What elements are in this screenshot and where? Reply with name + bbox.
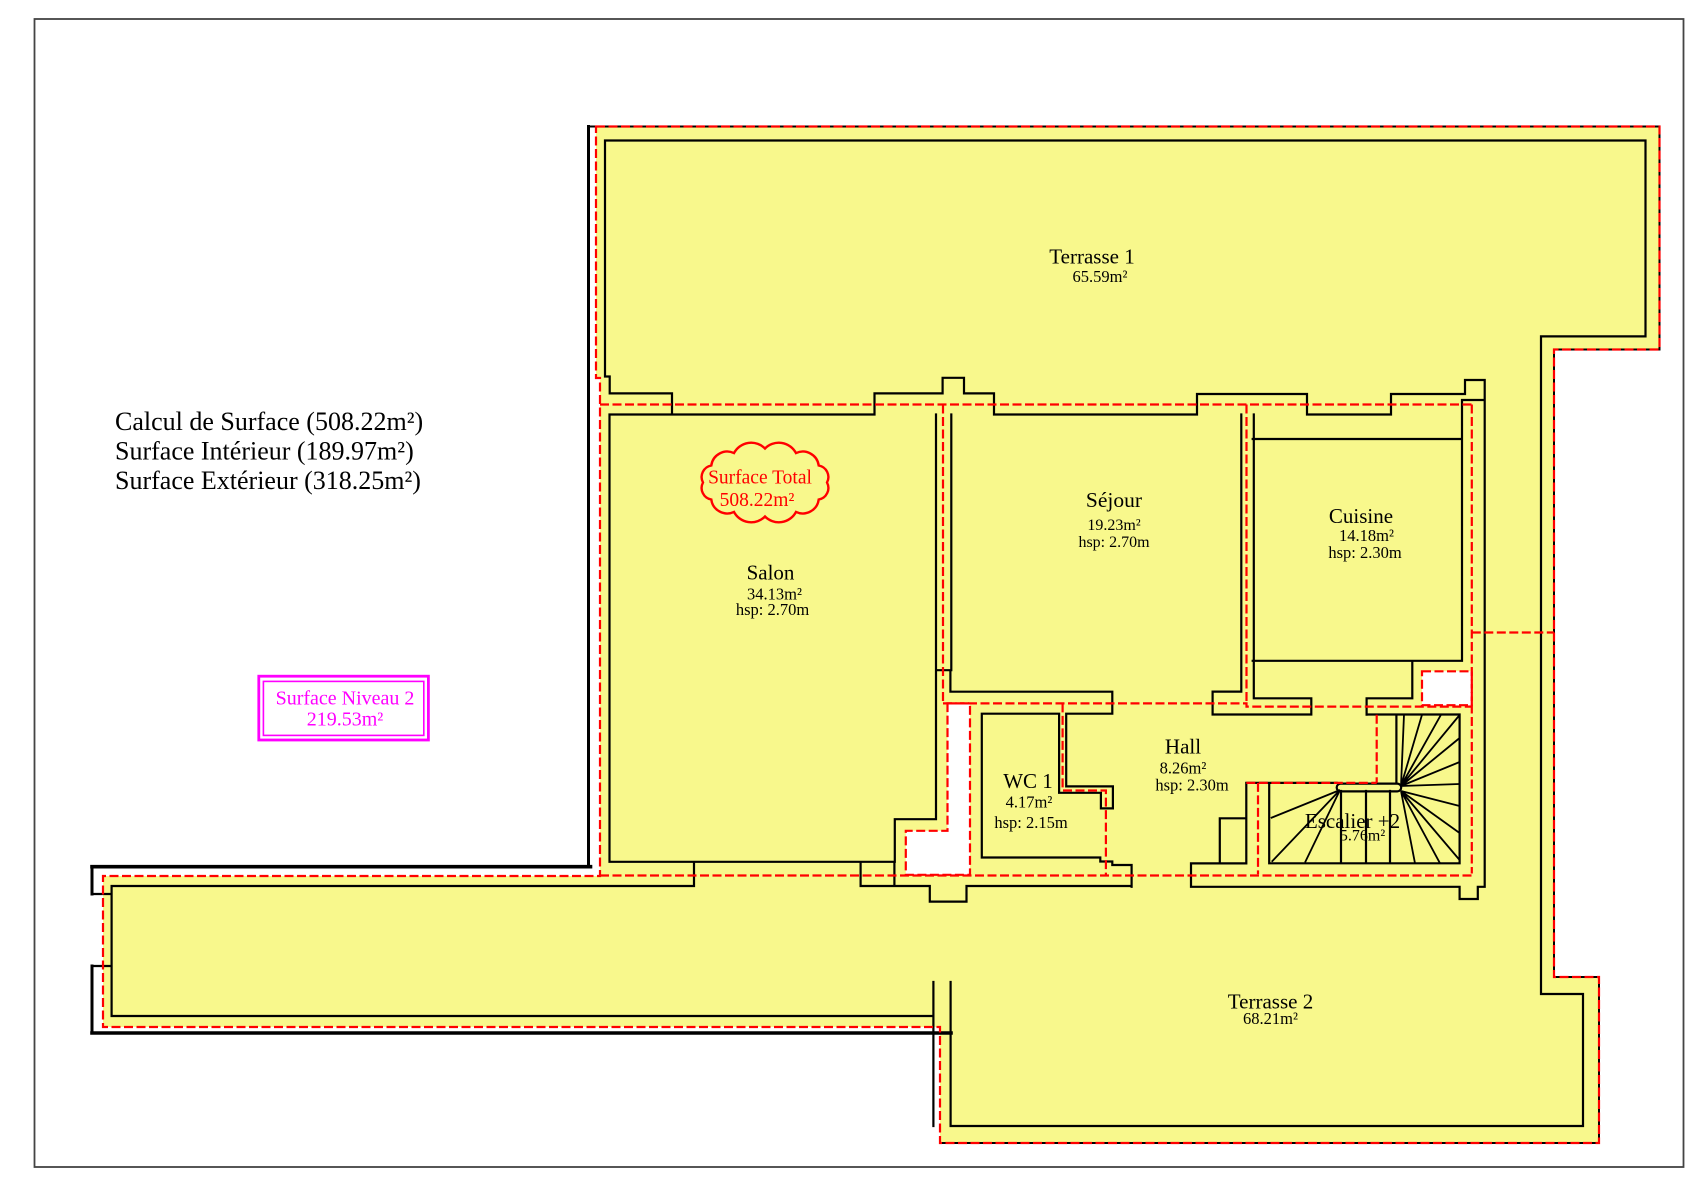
svg-text:Surface Intérieur (189.97m²): Surface Intérieur (189.97m²) <box>115 437 414 466</box>
svg-text:14.18m²: 14.18m² <box>1339 526 1394 545</box>
svg-text:4.17m²: 4.17m² <box>1006 793 1053 812</box>
svg-text:hsp: 2.30m: hsp: 2.30m <box>1328 543 1402 562</box>
svg-text:5.76m²: 5.76m² <box>1340 828 1385 845</box>
svg-text:Séjour: Séjour <box>1086 488 1142 512</box>
svg-text:hsp: 2.30m: hsp: 2.30m <box>1155 776 1229 795</box>
svg-text:Calcul de Surface (508.22m²): Calcul de Surface (508.22m²) <box>115 407 423 436</box>
svg-text:hsp: 2.15m: hsp: 2.15m <box>994 813 1068 832</box>
svg-text:Salon: Salon <box>747 561 795 585</box>
svg-text:Escalier +2: Escalier +2 <box>1305 809 1400 833</box>
svg-text:Terrasse 2: Terrasse 2 <box>1228 989 1313 1013</box>
svg-text:508.22m²: 508.22m² <box>720 490 795 511</box>
svg-text:WC 1: WC 1 <box>1003 769 1053 793</box>
svg-text:Surface Extérieur (318.25m²): Surface Extérieur (318.25m²) <box>115 466 421 495</box>
svg-text:34.13m²: 34.13m² <box>747 585 802 604</box>
svg-text:Surface Total: Surface Total <box>708 468 812 489</box>
svg-text:Cuisine: Cuisine <box>1329 504 1393 528</box>
svg-text:Terrasse 1: Terrasse 1 <box>1049 245 1134 269</box>
svg-text:219.53m²: 219.53m² <box>307 709 384 731</box>
svg-text:Hall: Hall <box>1165 735 1201 759</box>
svg-text:hsp: 2.70m: hsp: 2.70m <box>1078 534 1150 551</box>
svg-text:65.59m²: 65.59m² <box>1073 267 1128 286</box>
svg-text:8.26m²: 8.26m² <box>1160 759 1207 778</box>
svg-text:Surface Niveau 2: Surface Niveau 2 <box>276 688 415 710</box>
svg-text:hsp: 2.70m: hsp: 2.70m <box>736 600 810 619</box>
svg-text:68.21m²: 68.21m² <box>1243 1009 1298 1028</box>
svg-text:19.23m²: 19.23m² <box>1087 517 1140 534</box>
